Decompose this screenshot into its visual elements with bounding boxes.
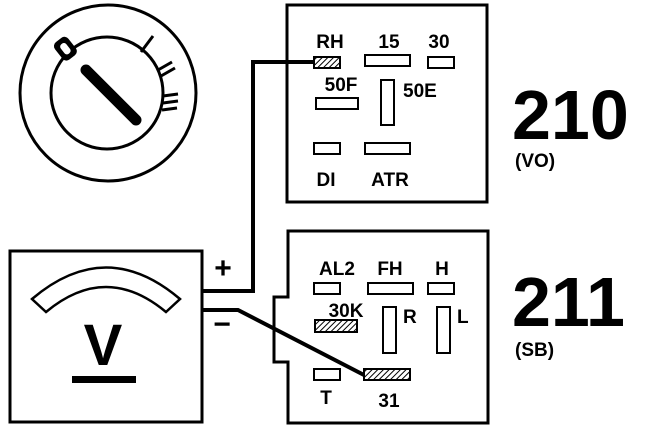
negative-wire bbox=[202, 308, 365, 377]
pin-50f bbox=[315, 97, 359, 110]
pin-30k-label: 30K bbox=[329, 301, 364, 322]
ignition-switch bbox=[18, 3, 198, 183]
pin-50e-label: 50E bbox=[403, 81, 437, 102]
pin-fh bbox=[367, 282, 414, 295]
position-mark-ii-icon bbox=[157, 60, 176, 78]
pin-di-label: DI bbox=[317, 170, 336, 191]
meter-base-bar bbox=[72, 376, 136, 383]
pin-30-label: 30 bbox=[428, 32, 449, 53]
pin-30 bbox=[427, 56, 455, 69]
position-mark-0-icon bbox=[53, 36, 77, 61]
connector-211-number: 211 bbox=[512, 263, 625, 341]
pin-31-label: 31 bbox=[378, 391, 400, 412]
pin-al2 bbox=[313, 282, 341, 295]
voltmeter-symbol: V bbox=[84, 313, 123, 378]
pin-rh bbox=[313, 56, 341, 69]
key-slot-icon bbox=[80, 64, 142, 126]
connector-211: AL2 FH H 30K R L T 31 bbox=[272, 229, 490, 425]
connector-210-code: (VO) bbox=[515, 151, 555, 172]
pin-t bbox=[313, 368, 341, 381]
pin-15-label: 15 bbox=[378, 32, 400, 53]
position-mark-i-icon bbox=[139, 35, 155, 53]
pin-h bbox=[427, 282, 455, 295]
pin-30k bbox=[314, 319, 358, 333]
pin-l bbox=[436, 306, 451, 354]
pin-31 bbox=[363, 368, 411, 381]
connector-210: RH 15 30 50F 50E DI ATR bbox=[285, 3, 489, 204]
pin-r bbox=[382, 306, 397, 354]
pin-15 bbox=[364, 54, 411, 67]
pin-l-label: L bbox=[457, 307, 469, 328]
pin-h-label: H bbox=[435, 259, 449, 280]
pin-atr-label: ATR bbox=[371, 170, 409, 191]
pin-50e bbox=[380, 79, 395, 126]
pin-rh-label: RH bbox=[316, 32, 343, 53]
pin-di bbox=[313, 142, 341, 155]
negative-terminal-label: − bbox=[213, 308, 231, 341]
pin-al2-label: AL2 bbox=[319, 259, 355, 280]
pin-t-label: T bbox=[320, 388, 332, 409]
pin-r-label: R bbox=[403, 307, 417, 328]
pin-50f-label: 50F bbox=[325, 75, 358, 96]
pin-atr bbox=[364, 142, 411, 155]
voltmeter: V bbox=[8, 249, 204, 424]
meter-scale-icon bbox=[30, 266, 182, 314]
positive-terminal-label: + bbox=[214, 252, 232, 285]
position-mark-iii-icon bbox=[161, 92, 179, 112]
connector-210-number: 210 bbox=[512, 76, 629, 154]
connector-211-code: (SB) bbox=[515, 340, 554, 361]
pin-fh-label: FH bbox=[377, 259, 402, 280]
positive-wire bbox=[202, 60, 314, 293]
